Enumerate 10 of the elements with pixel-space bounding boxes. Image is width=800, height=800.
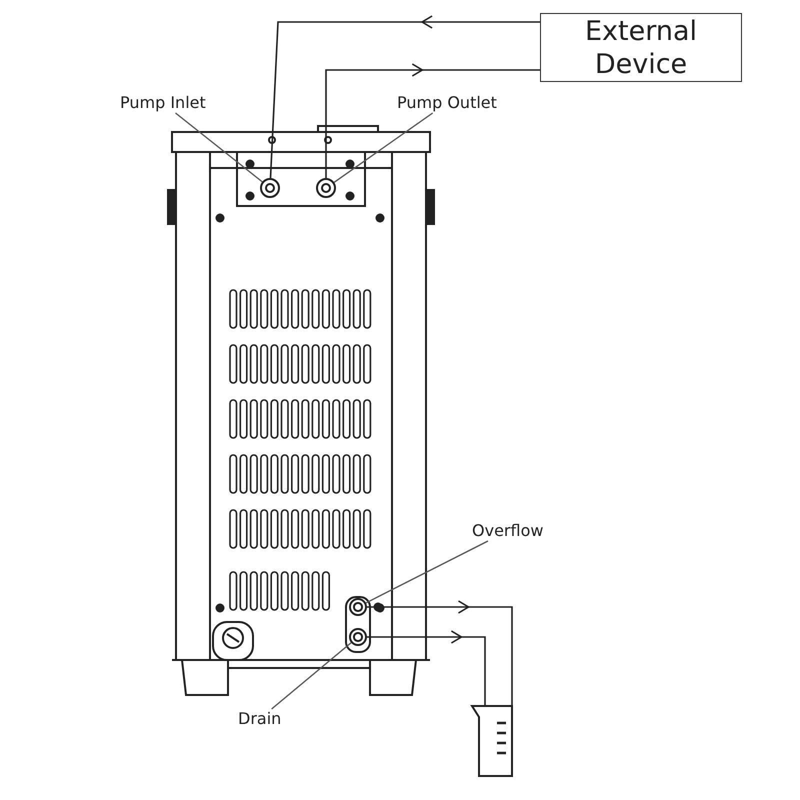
port-fitting xyxy=(349,598,367,616)
callout-label: Overflow xyxy=(472,521,544,541)
port-fitting xyxy=(316,178,336,198)
callout-label: Pump Outlet xyxy=(397,93,497,113)
callout-label: Drain xyxy=(238,709,282,729)
port-fitting xyxy=(260,178,280,198)
port-fitting xyxy=(349,628,367,646)
callout-label: Pump Inlet xyxy=(120,93,206,113)
beaker-drawing xyxy=(470,705,514,777)
device-box: External Device xyxy=(540,13,742,82)
